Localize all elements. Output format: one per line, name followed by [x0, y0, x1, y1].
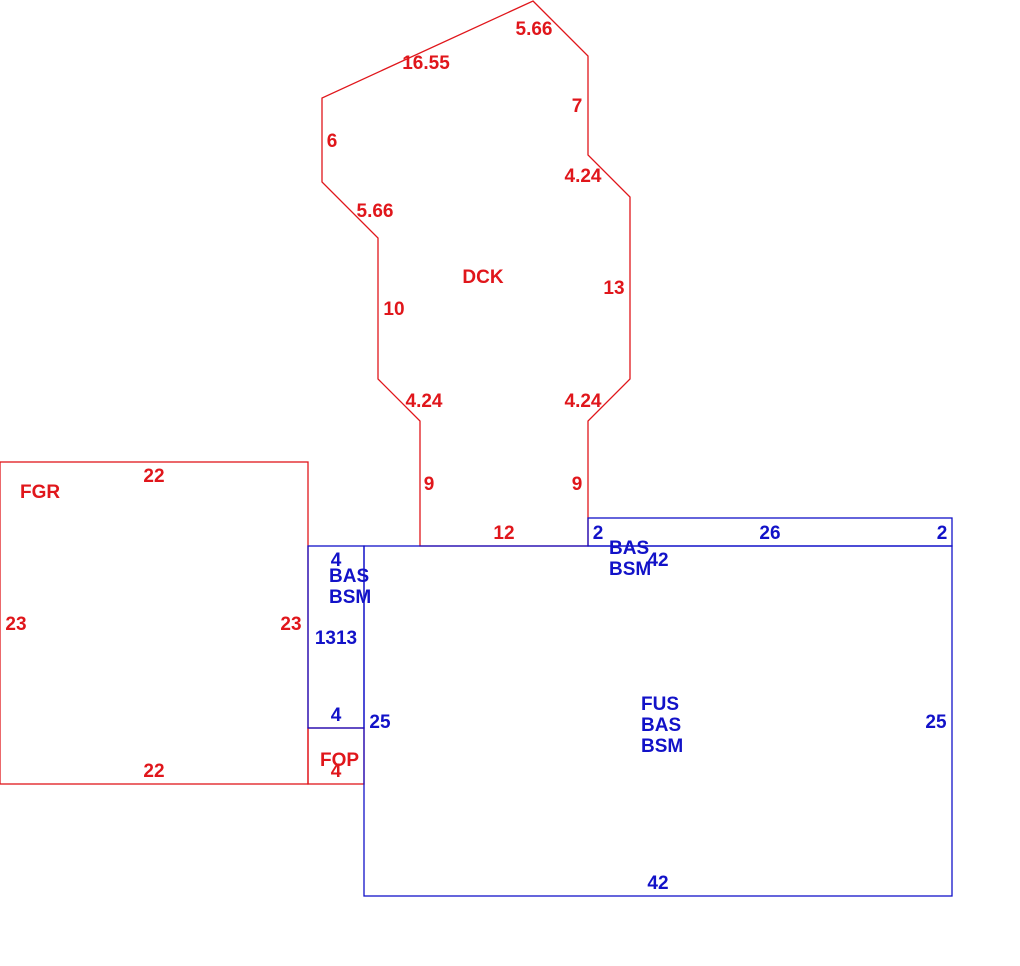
fus-outline — [363, 545, 953, 897]
fus-area-code: FUS — [641, 694, 679, 715]
fgr-area-code: FGR — [20, 482, 60, 503]
dck-dim-label: 7 — [572, 96, 583, 117]
fgr-dim-label: 23 — [5, 614, 26, 635]
dck-dim-label: 9 — [424, 474, 435, 495]
fus-dim-label: 25 — [925, 712, 947, 733]
dck-dim-label: 5.66 — [516, 19, 553, 40]
bas-top-dim-label: 2 — [937, 523, 948, 544]
dck-dim-label: 5.66 — [357, 201, 394, 222]
bas-strip-area-code: BSM — [329, 587, 371, 608]
dck-dim-label: 9 — [572, 474, 583, 495]
fgr-outline — [0, 461, 309, 785]
fgr-dim-label: 23 — [280, 614, 301, 635]
bas-top-dim-label: 42 — [647, 550, 668, 571]
fus-dim-label: 25 — [369, 712, 391, 733]
fus-dim-label: 42 — [647, 873, 668, 894]
bas-strip-dim-label: 1313 — [315, 628, 357, 649]
dck-dim-label: 4.24 — [565, 166, 602, 187]
fus-area-code: BSM — [641, 736, 683, 757]
fgr-dim-label: 22 — [143, 761, 164, 782]
bas-top-area-code: BAS — [609, 538, 649, 559]
bas-strip-dim-label: 4 — [331, 705, 342, 726]
fus-area-code: BAS — [641, 715, 681, 736]
bas-strip-area-code: BAS — [329, 566, 369, 587]
dck-dim-label: 6 — [327, 131, 338, 152]
fop-dim-label: 4 — [331, 761, 342, 782]
fgr-dim-label: 22 — [143, 466, 164, 487]
bas-top-area-code: BSM — [609, 559, 651, 580]
bas-strip-dim-label: 4 — [331, 550, 342, 571]
dck-dim-label: 4.24 — [406, 391, 443, 412]
bas-top-dim-label: 2 — [593, 523, 604, 544]
dck-area-code: DCK — [462, 267, 503, 288]
dck-dim-label: 12 — [493, 523, 514, 544]
fop-area-code: FOP — [320, 750, 359, 771]
bas-top-dim-label: 26 — [759, 523, 780, 544]
dck-dim-label: 16.55 — [402, 53, 450, 74]
dck-dim-label: 13 — [603, 278, 624, 299]
dck-dim-label: 10 — [383, 299, 404, 320]
dck-dim-label: 4.24 — [565, 391, 602, 412]
